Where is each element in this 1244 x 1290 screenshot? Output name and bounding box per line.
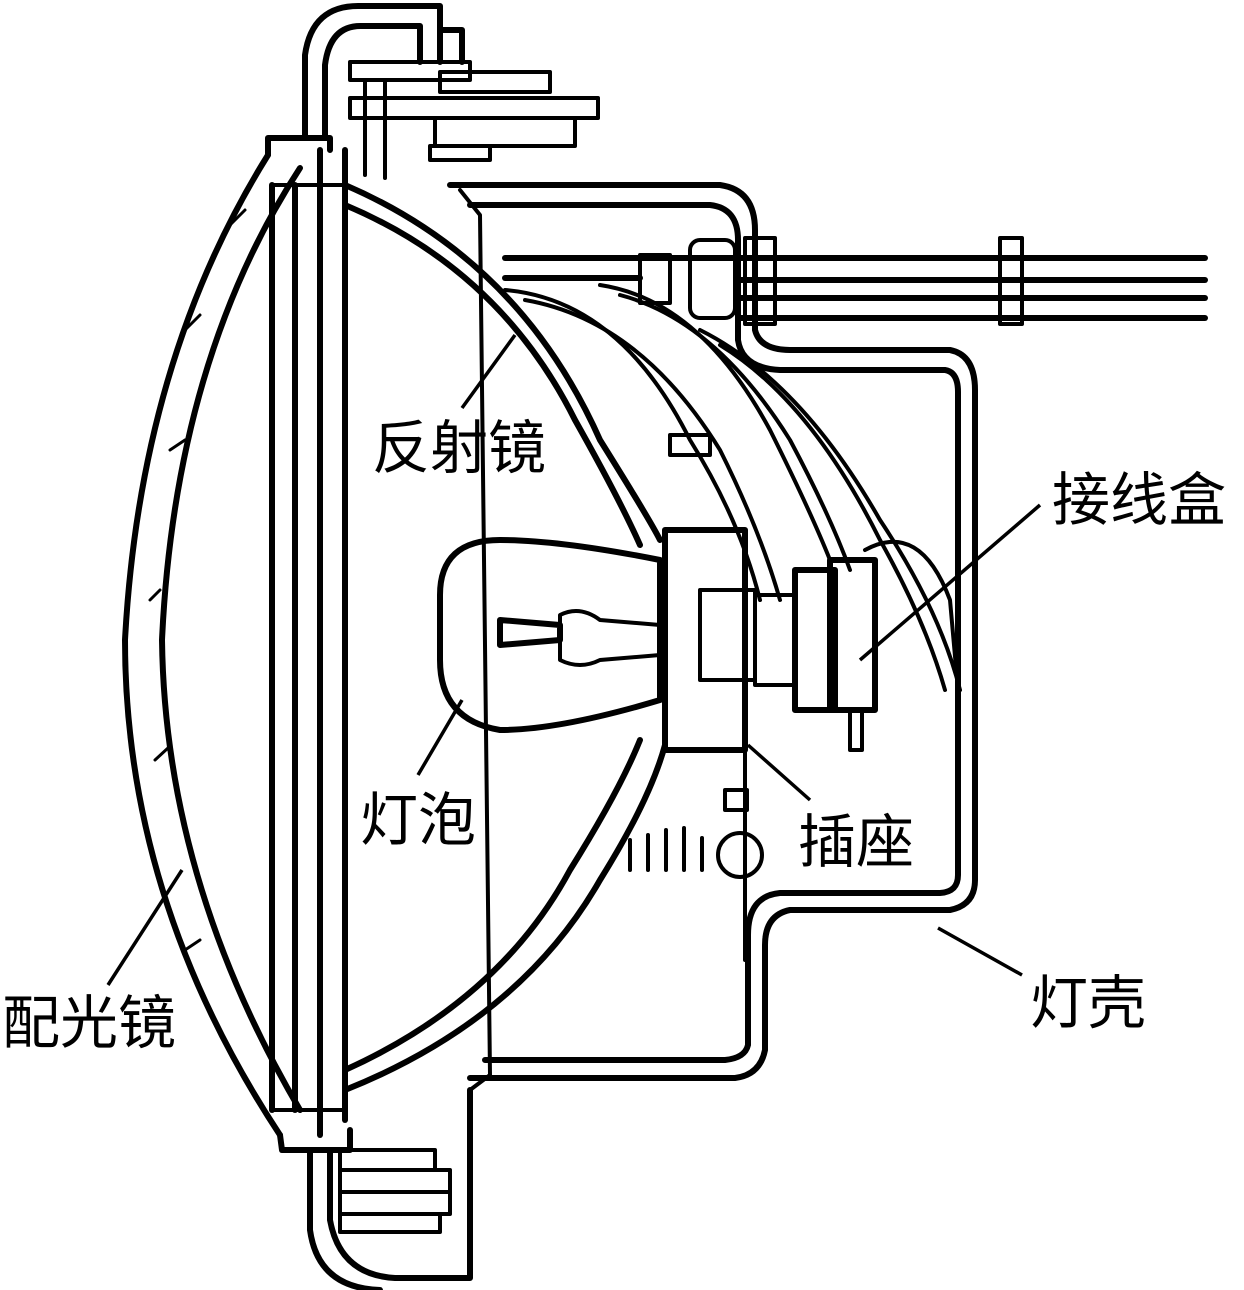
bulb <box>437 537 663 733</box>
junction-box-leader <box>858 503 1042 662</box>
housing <box>447 182 978 1081</box>
label-socket: 插座 <box>798 808 914 876</box>
label-housing: 灯壳 <box>1030 969 1146 1037</box>
lens-rim <box>269 147 348 1138</box>
reflector-leader <box>460 333 517 410</box>
socket <box>628 433 797 962</box>
lens-leader <box>106 869 184 986</box>
top-mounting-bracket <box>302 2 600 180</box>
lens <box>122 135 353 1153</box>
reflector <box>342 182 668 1093</box>
socket-leader <box>746 743 812 802</box>
label-lens: 配光镜 <box>2 989 176 1057</box>
cable <box>502 236 1208 692</box>
label-junction-box: 接线盒 <box>1052 466 1226 534</box>
junction-box <box>792 539 960 752</box>
housing-leader <box>937 926 1023 977</box>
label-reflector: 反射镜 <box>372 414 546 482</box>
label-bulb: 灯泡 <box>360 786 476 854</box>
bottom-mounting-bracket <box>307 1087 473 1290</box>
bulb-leader <box>416 699 464 776</box>
